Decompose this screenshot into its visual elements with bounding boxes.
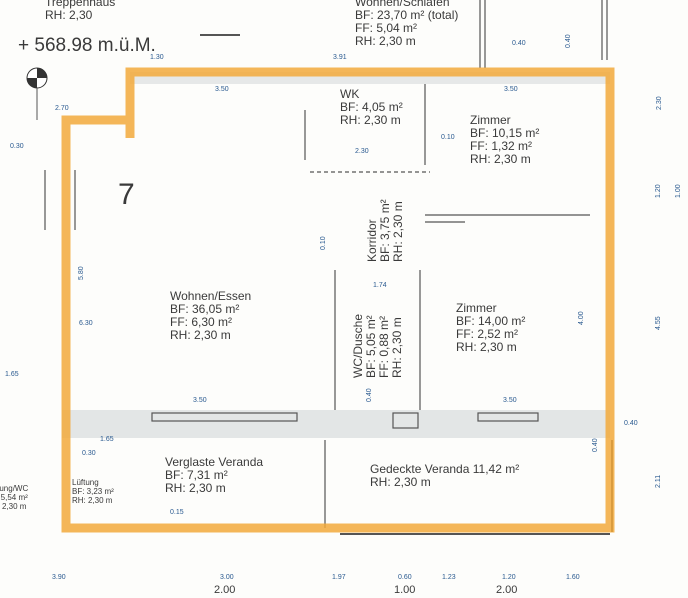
- wc-dusche-label: WC/Dusche BF: 5,05 m² FF: 0,88 m² RH: 2,…: [351, 314, 404, 378]
- dimension: 3.90: [52, 574, 66, 581]
- dimension: 3.50: [504, 86, 518, 93]
- room-name: Lüftung: [72, 478, 99, 487]
- wohnen-essen-label: Wohnen/Essen BF: 36,05 m² FF: 6,30 m² RH…: [170, 290, 251, 342]
- dimension: 1.65: [5, 371, 19, 378]
- dimension: 0.30: [10, 143, 24, 150]
- room-height: RH: 2,30 m: [391, 201, 405, 262]
- dimension: 6.30: [79, 320, 93, 327]
- room-bf: BF: 14,00 m²: [456, 314, 526, 328]
- dimension: 1.74: [373, 282, 387, 289]
- room-height: RH: 2,30 m: [340, 113, 401, 127]
- room-name: Lüftung/WC: [0, 484, 29, 493]
- room-bf: BF: 23,70 m² (total): [355, 8, 459, 22]
- orientation-marker-icon: [26, 67, 48, 120]
- room-bf: BF: 4,05 m²: [340, 100, 403, 114]
- wohnen-schlafen-label: Wohnen/Schlafen BF: 23,70 m² (total) FF:…: [355, 0, 458, 48]
- room-name: Wohnen/Essen: [170, 289, 252, 303]
- dimension: 2.30: [355, 148, 369, 155]
- dimension: 0.40: [565, 34, 572, 48]
- dimension: 0.40: [592, 438, 599, 452]
- dimension: 1.30: [150, 54, 164, 61]
- dimension: 1.60: [566, 574, 580, 581]
- room-bf: BF: 36,05 m²: [170, 302, 240, 316]
- dimension: 1.20: [655, 184, 662, 198]
- room-height: RH: 2,30: [45, 8, 93, 22]
- room-ff: FF: 1,32 m²: [470, 139, 533, 153]
- dimension: 2.11: [655, 474, 662, 488]
- dimension: 3.50: [193, 397, 207, 404]
- room-name: Gedeckte Veranda 11,42 m²: [370, 462, 520, 476]
- zimmer2-label: Zimmer BF: 14,00 m² FF: 2,52 m² RH: 2,30…: [456, 302, 525, 354]
- dimension: 0.60: [398, 574, 412, 581]
- room-name: Zimmer: [456, 301, 497, 315]
- dimension: 2.30: [656, 96, 663, 110]
- unit-number: 7: [118, 178, 135, 211]
- room-height: RH: 2,30 m: [355, 34, 416, 48]
- room-ff: FF: 5,04 m²: [355, 21, 418, 35]
- dimension: 0.40: [624, 420, 638, 427]
- dimension: 4.00: [578, 311, 585, 325]
- room-height: RH: 2,30 m: [470, 152, 531, 166]
- dimension: 0.10: [441, 134, 455, 141]
- dimension: 0.40: [512, 40, 526, 47]
- dimension: 0.40: [366, 388, 373, 402]
- dimension: 1.65: [100, 436, 114, 443]
- dimension-major: 2.00: [496, 584, 518, 596]
- lueftung-wc-label: Lüftung/WC BF: 5,54 m² RH: 2,30 m: [0, 484, 28, 511]
- dimension: 2.70: [55, 105, 69, 112]
- room-name: Zimmer: [470, 113, 511, 127]
- dimension: 1.20: [502, 574, 516, 581]
- unit-outline: [61, 67, 615, 533]
- room-ff: FF: 2,52 m²: [456, 327, 519, 341]
- dimension: 3.00: [220, 574, 234, 581]
- dimension: 1.23: [442, 574, 456, 581]
- room-bf: BF: 10,15 m²: [470, 126, 540, 140]
- dimension: 1.97: [332, 574, 346, 581]
- elevation-label: + 568.98 m.ü.M.: [18, 35, 156, 56]
- treppenhaus-label: Treppenhaus RH: 2,30: [45, 0, 115, 22]
- wk-label: WK BF: 4,05 m² RH: 2,30 m: [340, 88, 403, 127]
- room-height: RH: 2,30 m: [170, 328, 231, 342]
- room-bf: BF: 7,31 m²: [165, 468, 228, 482]
- dimension: 1.00: [675, 184, 682, 198]
- room-height: RH: 2,30 m: [370, 475, 431, 489]
- dimension: 3.91: [333, 54, 347, 61]
- room-bf: BF: 5,54 m²: [0, 493, 28, 502]
- dimension: 4.55: [655, 316, 662, 330]
- room-height: RH: 2,30 m: [390, 317, 404, 378]
- dimension: 3.50: [503, 397, 517, 404]
- room-height: RH: 2,30 m: [456, 340, 517, 354]
- room-name: Verglaste Veranda: [165, 455, 264, 469]
- zimmer1-label: Zimmer BF: 10,15 m² FF: 1,32 m² RH: 2,30…: [470, 114, 539, 166]
- interior-wall-band: [62, 410, 610, 438]
- room-name: Treppenhaus: [45, 0, 116, 9]
- room-name: Wohnen/Schlafen: [355, 0, 450, 9]
- dimension: 5.80: [78, 266, 85, 280]
- dimension: 0.15: [170, 509, 184, 516]
- dimension: 3.50: [215, 86, 229, 93]
- dimension: 0.10: [320, 236, 327, 250]
- dimension-major: 2.00: [214, 584, 236, 596]
- room-bf: BF: 3,23 m²: [72, 487, 114, 496]
- korridor-label: Korridor BF: 3,75 m² RH: 2,30 m: [365, 199, 405, 262]
- lueftung-label: Lüftung BF: 3,23 m² RH: 2,30 m: [72, 478, 114, 505]
- dimension: 0.30: [82, 450, 96, 457]
- room-height: RH: 2,30 m: [165, 481, 226, 495]
- room-height: RH: 2,30 m: [72, 496, 113, 505]
- room-ff: FF: 6,30 m²: [170, 315, 233, 329]
- gedeckte-veranda-label: Gedeckte Veranda 11,42 m² RH: 2,30 m: [370, 463, 519, 489]
- room-height: RH: 2,30 m: [0, 502, 27, 511]
- verglaste-veranda-label: Verglaste Veranda BF: 7,31 m² RH: 2,30 m: [165, 456, 263, 495]
- room-name: WK: [340, 87, 360, 101]
- dimension-major: 1.00: [394, 584, 416, 596]
